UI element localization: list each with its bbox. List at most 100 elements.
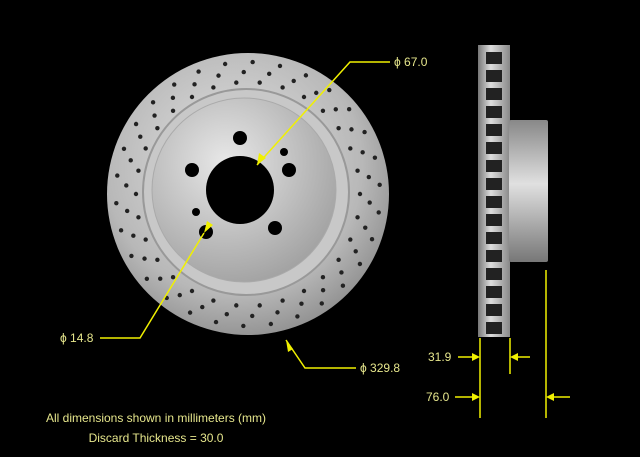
drill-hole [372, 155, 378, 160]
drill-hole [143, 237, 148, 242]
drill-hole [200, 304, 205, 310]
drill-hole [327, 87, 332, 93]
discard-thickness-note: Discard Thickness = 30.0 [88, 431, 224, 445]
drill-hole [339, 270, 344, 275]
drill-hole [133, 121, 139, 127]
drill-hole [277, 63, 283, 69]
drill-hole [213, 319, 219, 325]
drill-hole [301, 288, 307, 294]
drill-hole [280, 85, 285, 90]
drill-hole [314, 90, 319, 96]
cooling-vane [486, 124, 502, 136]
drill-hole [320, 108, 326, 113]
drill-hole [128, 158, 133, 163]
drill-hole [118, 228, 124, 233]
drill-hole [257, 303, 262, 308]
drill-hole [129, 253, 134, 259]
drill-hole [267, 71, 272, 77]
drill-hole [241, 323, 246, 329]
drill-hole [340, 283, 346, 288]
cooling-vane [486, 286, 502, 298]
drill-hole [250, 313, 255, 319]
drill-hole [152, 113, 157, 118]
drill-hole [133, 191, 139, 197]
drill-hole [362, 129, 367, 135]
drill-hole [234, 80, 239, 85]
drill-hole [349, 127, 354, 132]
drill-hole [357, 191, 363, 197]
drill-hole [301, 94, 307, 100]
drill-hole [177, 292, 182, 298]
cooling-vane [486, 250, 502, 262]
drill-hole [170, 275, 176, 280]
drill-hole [268, 321, 274, 327]
rotor-front-view [107, 53, 389, 335]
drill-hole [295, 314, 300, 319]
drill-hole [336, 257, 341, 263]
drill-hole [155, 257, 160, 263]
center-bore [206, 156, 274, 224]
drill-hole [216, 73, 221, 78]
arrowheads [204, 153, 554, 401]
drill-hole [136, 215, 141, 220]
drill-hole [211, 298, 216, 303]
drill-hole [357, 261, 363, 267]
cooling-vane [486, 106, 502, 118]
drill-hole [320, 287, 326, 293]
drill-hole [348, 146, 353, 151]
drill-hole [376, 210, 381, 215]
drill-hole [150, 100, 156, 105]
drill-hole [333, 107, 338, 112]
drill-hole [138, 134, 143, 139]
cooling-vane [486, 214, 502, 226]
cooling-vane [486, 160, 502, 172]
drill-hole [172, 82, 177, 87]
drill-hole [369, 236, 375, 242]
cooling-vane [486, 232, 502, 244]
drill-hole [348, 237, 353, 242]
drill-hole [320, 275, 326, 280]
outer-diameter-label: ϕ 329.8 [360, 361, 401, 375]
drill-hole [346, 106, 352, 112]
drill-hole [158, 276, 163, 281]
drill-hole [366, 174, 372, 180]
drill-hole [355, 168, 360, 173]
drill-hole [124, 208, 130, 214]
drill-hole [187, 310, 193, 315]
drill-holes [114, 59, 382, 329]
drill-hole [121, 146, 127, 152]
drill-hole [299, 301, 304, 306]
drill-hole [131, 233, 136, 238]
overall-height-label: 76.0 [426, 390, 450, 404]
drill-hole [124, 183, 129, 188]
drill-hole [170, 108, 176, 113]
drill-hole [144, 276, 150, 282]
drill-hole [234, 303, 239, 308]
drill-hole [114, 200, 119, 206]
drill-hole [155, 125, 160, 131]
cooling-vane [486, 322, 502, 334]
bolt-hole-label: ϕ 14.8 [60, 331, 94, 345]
drill-hole [280, 298, 285, 303]
drill-hole [336, 125, 341, 131]
cooling-vane [486, 178, 502, 190]
drill-hole [291, 78, 296, 84]
drill-hole [143, 146, 148, 151]
drill-hole [170, 95, 176, 101]
drill-hole [355, 215, 360, 220]
cooling-vane [486, 88, 502, 100]
drill-hole [257, 80, 262, 85]
drill-hole [303, 73, 309, 78]
drill-hole [211, 85, 216, 90]
drill-hole [224, 311, 229, 317]
drill-hole [189, 288, 195, 294]
drill-hole [222, 61, 228, 67]
cooling-vane [486, 196, 502, 208]
drill-hole [360, 150, 365, 155]
rotor-side-view [478, 45, 548, 337]
cooling-vane [486, 52, 502, 64]
cooling-vane [486, 142, 502, 154]
drill-hole [136, 168, 141, 173]
